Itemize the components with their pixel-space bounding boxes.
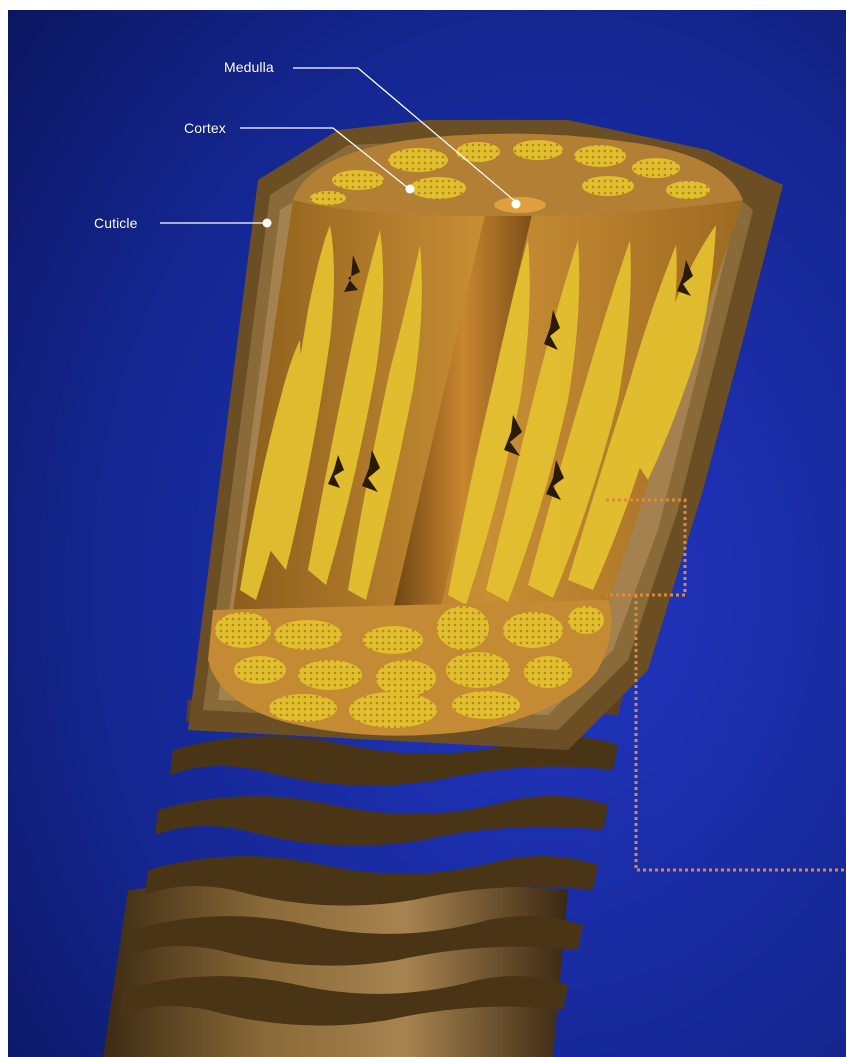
cortex-label: Cortex — [184, 120, 226, 136]
hair-diagram-artwork — [8, 10, 846, 1057]
cuticle-marker-dot — [263, 219, 272, 228]
medulla-label: Medulla — [224, 59, 274, 75]
medulla-marker-dot — [512, 200, 521, 209]
cuticle-label: Cuticle — [94, 215, 138, 231]
hair-cross-section-illustration: Medulla Cortex Cuticle — [8, 10, 846, 1057]
cortex-marker-dot — [406, 185, 415, 194]
